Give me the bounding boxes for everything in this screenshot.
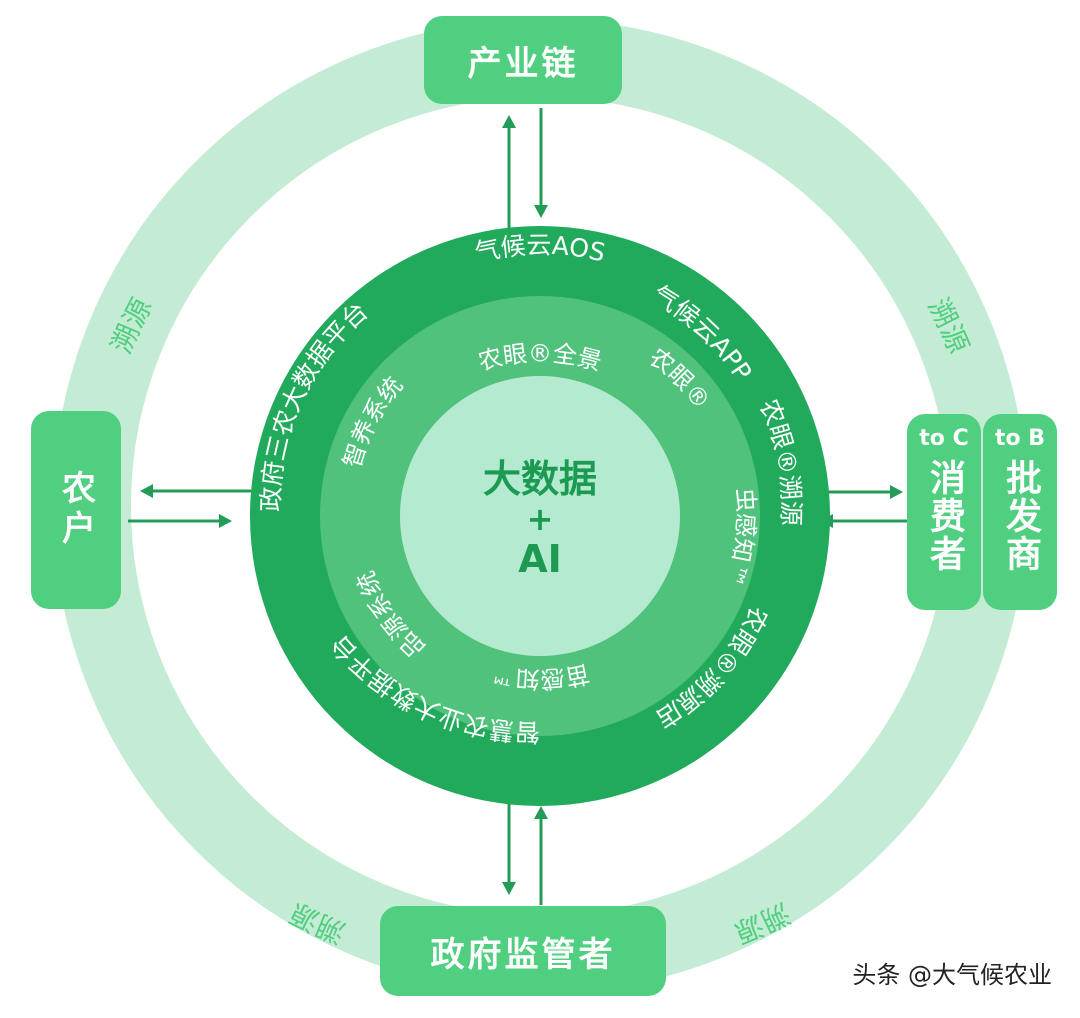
node-government-regulator: 政府监管者 (380, 906, 666, 996)
arrow-up-head-2 (534, 806, 548, 819)
arrow-left-head (140, 484, 153, 498)
watermark: 头条 @大气候农业 (852, 961, 1052, 989)
wholesaler-tag: to B (994, 426, 1046, 451)
arrow-right-head (219, 514, 232, 528)
node-farmer-label: 农户 (55, 470, 96, 550)
core-title: 大数据 (483, 457, 597, 501)
consumer-tag: to C (919, 426, 969, 451)
arrow-right-head-2 (890, 485, 903, 499)
node-wholesaler: to B 批发商 (983, 414, 1057, 610)
node-industry-chain-label: 产业链 (467, 43, 579, 84)
node-government-regulator-label: 政府监管者 (430, 934, 616, 975)
node-consumer: to C 消费者 (907, 414, 981, 610)
wholesaler-label: 批发商 (1000, 459, 1041, 573)
node-farmer: 农户 (31, 411, 121, 609)
arrow-down-head-2 (502, 882, 516, 895)
core-circle (400, 376, 680, 656)
consumer-label: 消费者 (924, 459, 965, 573)
core-plus: + (527, 500, 554, 538)
core-ai: AI (518, 537, 562, 581)
node-industry-chain: 产业链 (424, 16, 622, 104)
arrow-up-head (502, 115, 516, 128)
arrow-down-head (534, 205, 548, 218)
